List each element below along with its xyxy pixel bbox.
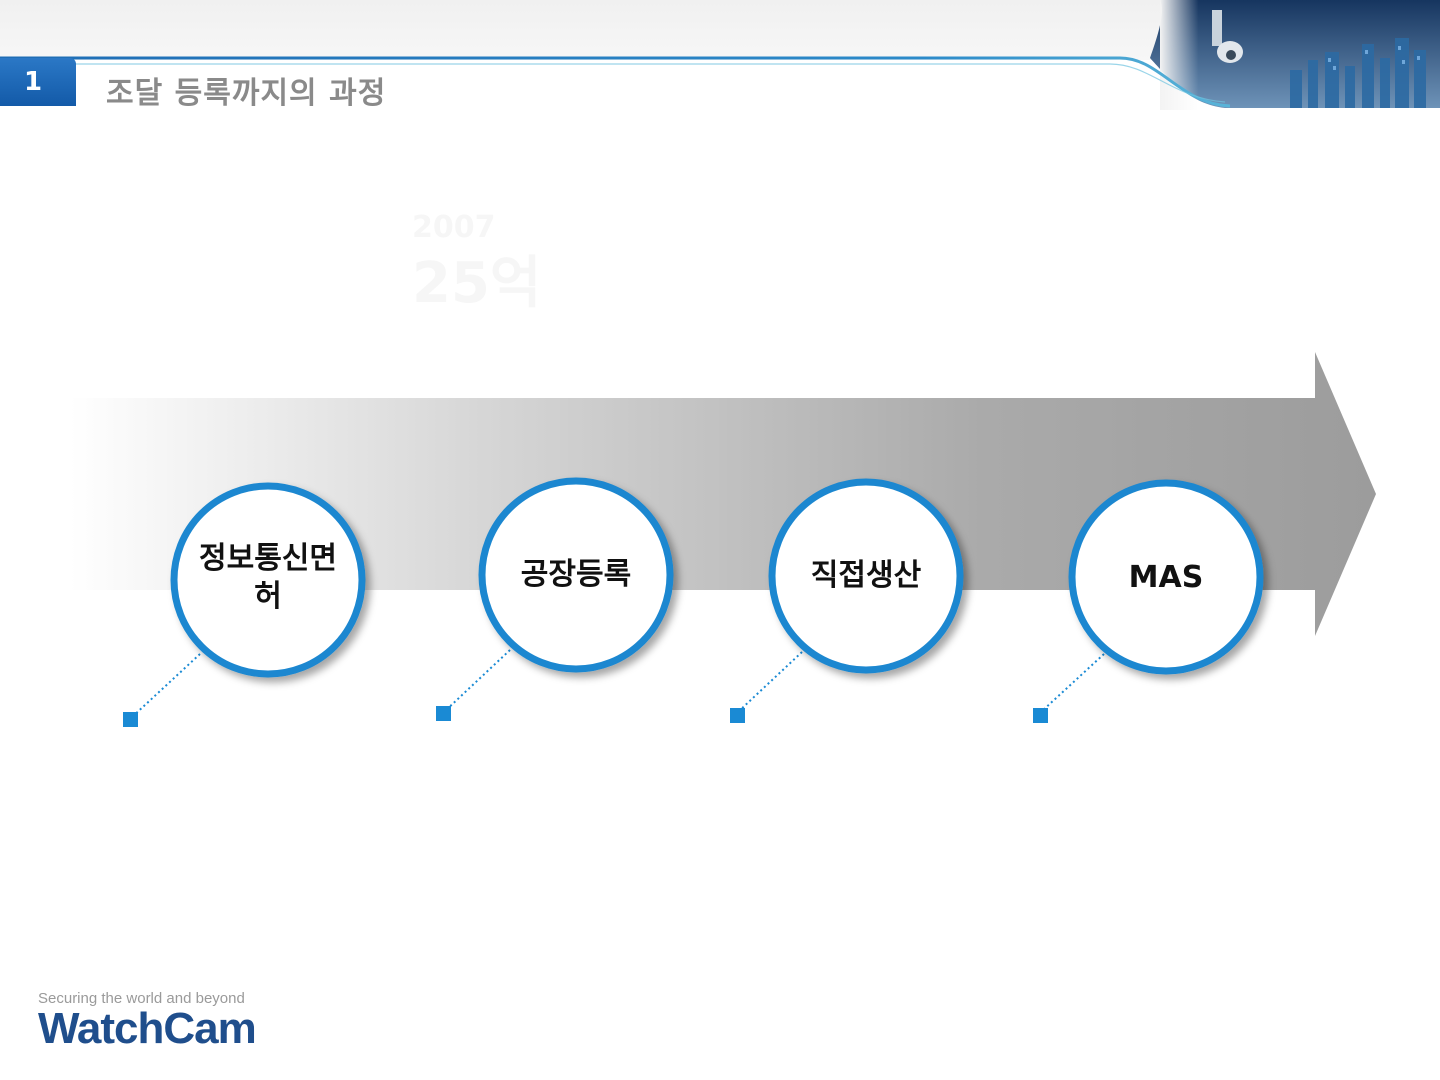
step-connector-1: [130, 653, 201, 719]
step-circle-2: [478, 477, 674, 673]
step-label-4: MAS: [1128, 560, 1204, 595]
page-title: 조달 등록까지의 과정: [106, 76, 387, 111]
brand-logo: WatchCam: [38, 1004, 257, 1053]
step-node-2: [436, 477, 674, 721]
step-node-1: [123, 482, 366, 727]
step-circle-4: [1068, 479, 1264, 675]
step-node-3: [730, 478, 964, 723]
step-marker-1: [123, 712, 138, 727]
brand-tagline: Securing the world and beyond: [38, 990, 245, 1007]
faint-amount: 25억: [412, 251, 542, 316]
step-connector-2: [443, 649, 511, 713]
step-marker-2: [436, 706, 451, 721]
slide-number-badge: 1: [0, 58, 76, 106]
faint-background-text: 2007 25억: [412, 200, 541, 312]
header-decoration: [0, 0, 1440, 110]
step-label-2: 공장등록: [520, 557, 632, 592]
faint-year: 2007: [412, 210, 496, 245]
step-label-3: 직접생산: [810, 558, 922, 593]
step-node-4: [1033, 479, 1264, 723]
step-circle-1: [170, 482, 366, 678]
step-connector-3: [737, 651, 803, 713]
step-marker-3: [730, 708, 745, 723]
process-arrow: [70, 352, 1376, 636]
brand-block: Securing the world and beyond WatchCam: [38, 990, 257, 1053]
step-connector-4: [1040, 653, 1105, 713]
step-circle-3: [768, 478, 964, 674]
step-label-1: 정보통신면 허: [199, 541, 337, 614]
step-marker-4: [1033, 708, 1048, 723]
